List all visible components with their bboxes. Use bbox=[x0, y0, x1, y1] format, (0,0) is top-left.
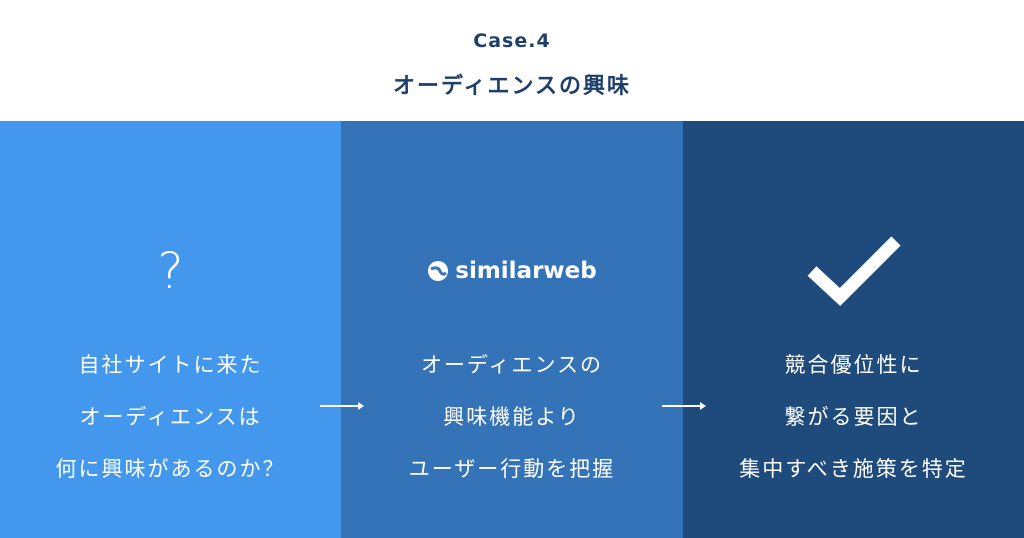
logo-text: similarweb bbox=[455, 258, 597, 284]
similarweb-logo: similarweb bbox=[427, 258, 597, 284]
text-line: 競合優位性に bbox=[784, 353, 923, 377]
text-line: オーディエンスの bbox=[420, 353, 604, 377]
column-result: 競合優位性に 繋がる要因と 集中すべき施策を特定 bbox=[683, 121, 1024, 538]
column-text: 競合優位性に 繋がる要因と 集中すべき施策を特定 bbox=[683, 339, 1024, 495]
question-mark-icon: ? bbox=[157, 242, 184, 300]
arrow-right-icon bbox=[320, 402, 364, 410]
text-line: 何に興味があるのか？ bbox=[55, 457, 286, 481]
text-line: ユーザー行動を把握 bbox=[408, 457, 616, 481]
text-line: 集中すべき施策を特定 bbox=[739, 457, 968, 481]
header: Case.4 オーディエンスの興味 bbox=[0, 0, 1024, 121]
column-similarweb: similarweb オーディエンスの 興味機能より ユーザー行動を把握 bbox=[341, 121, 683, 538]
text-line: 繋がる要因と bbox=[784, 405, 923, 429]
similarweb-icon bbox=[428, 261, 449, 281]
similarweb-logo-wrap: similarweb bbox=[341, 241, 683, 301]
case-label: Case.4 bbox=[473, 30, 551, 52]
text-line: 自社サイトに来た bbox=[78, 353, 263, 377]
text-line: オーディエンスは bbox=[79, 405, 262, 429]
page-title: オーディエンスの興味 bbox=[392, 74, 632, 99]
column-text: 自社サイトに来た オーディエンスは 何に興味があるのか？ bbox=[0, 339, 341, 495]
checkmark-icon bbox=[683, 236, 1024, 307]
column-text: オーディエンスの 興味機能より ユーザー行動を把握 bbox=[341, 339, 683, 495]
arrow-right-icon bbox=[662, 402, 706, 410]
column-question: ? 自社サイトに来た オーディエンスは 何に興味があるのか？ bbox=[0, 121, 341, 538]
text-line: 興味機能より bbox=[443, 405, 581, 429]
